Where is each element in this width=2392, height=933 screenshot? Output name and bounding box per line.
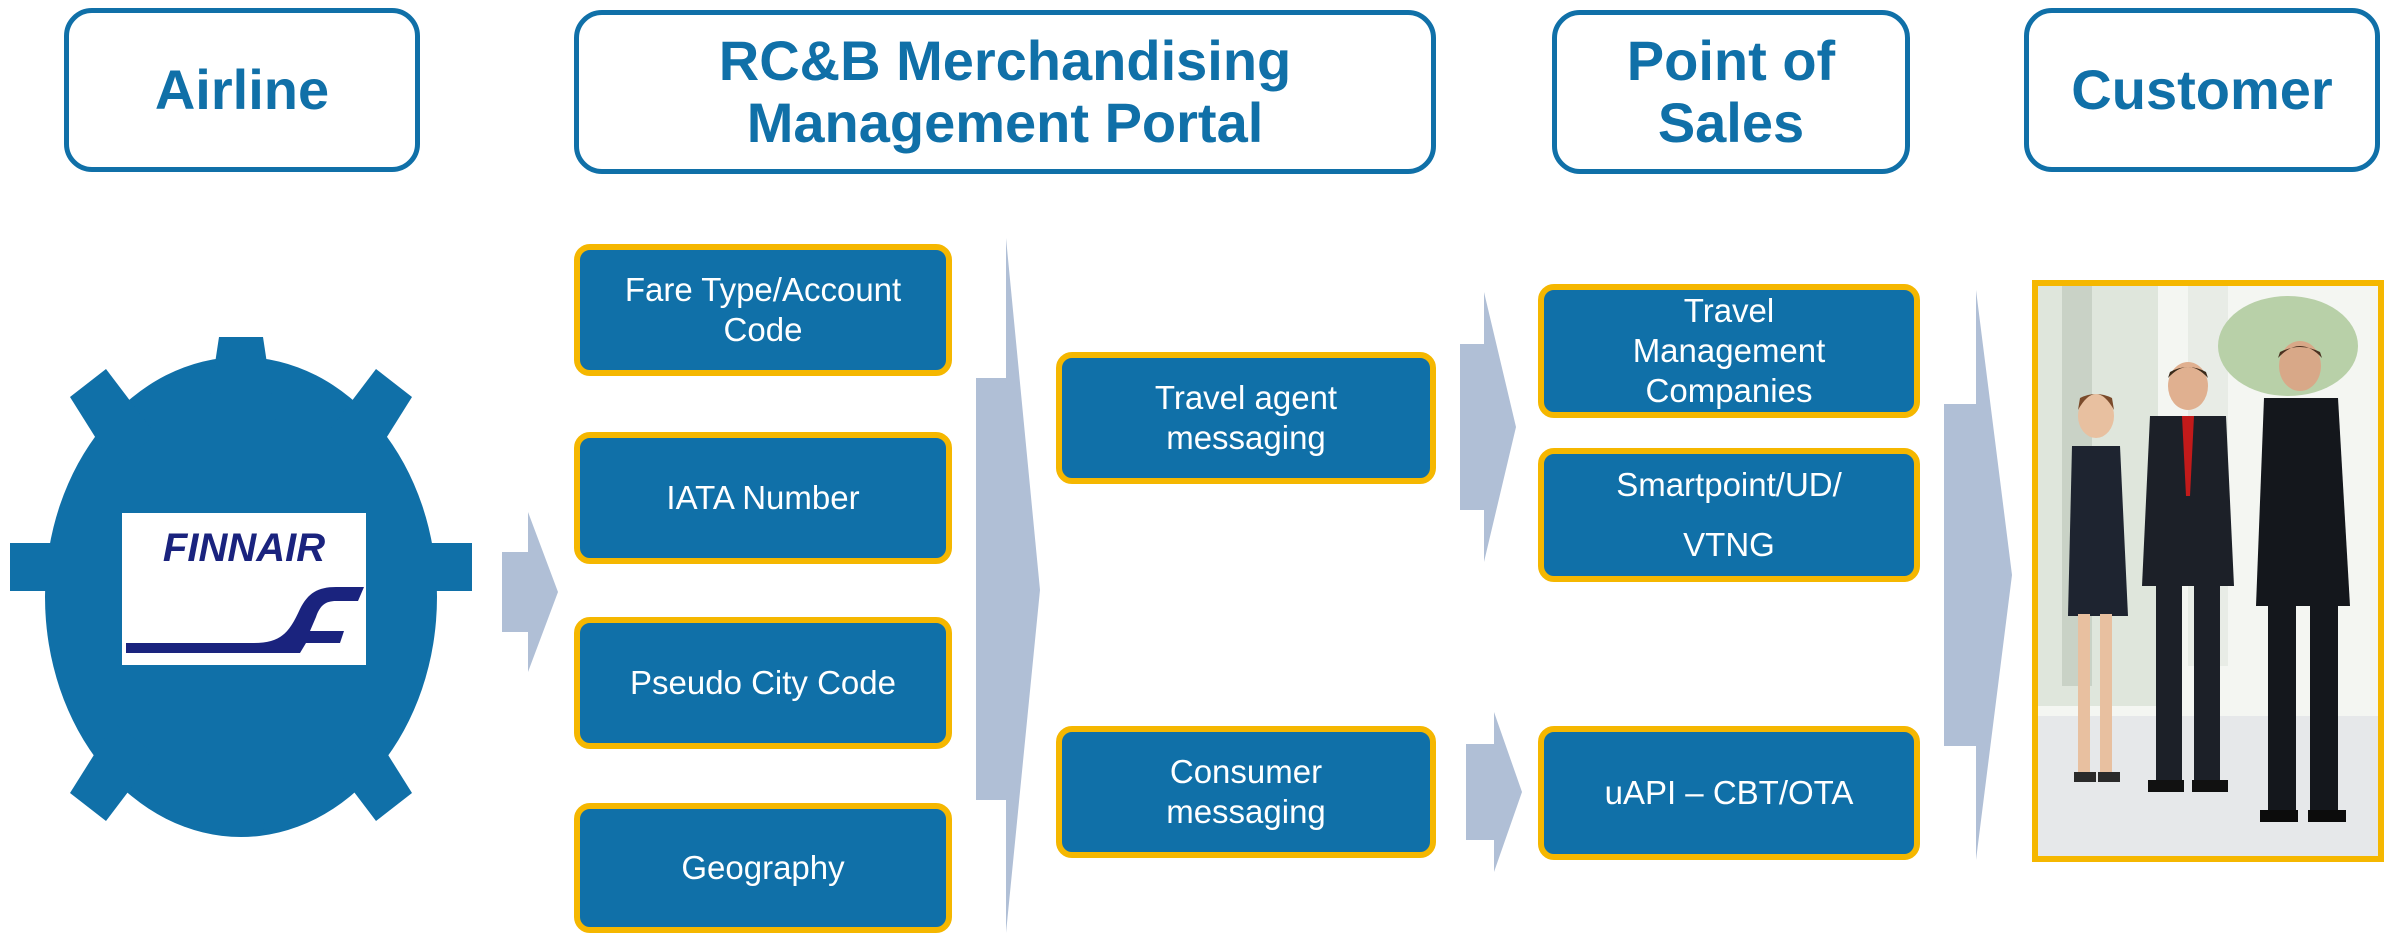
arrow-channels-to-customer bbox=[1944, 290, 2012, 860]
criteria-pcc-label: Pseudo City Code bbox=[630, 664, 896, 701]
header-point-of-sales: Point of Sales bbox=[1552, 10, 1910, 174]
finnair-logo: FINNAIR bbox=[122, 513, 366, 665]
header-customer-label: Customer bbox=[2071, 58, 2333, 121]
arrow-airline-to-criteria bbox=[502, 512, 558, 672]
criteria-pseudo-city-code: Pseudo City Code bbox=[574, 617, 952, 749]
criteria-fare-type-account-code: Fare Type/Account Code bbox=[574, 244, 952, 376]
consumer-messaging: Consumer messaging bbox=[1056, 726, 1436, 858]
travel-agent-line1: Travel agent bbox=[1154, 379, 1338, 416]
criteria-fare-type-line2: Code bbox=[723, 311, 803, 348]
header-portal-line1: RC&B Merchandising bbox=[718, 29, 1292, 92]
channel-travel-management-companies: Travel Management Companies bbox=[1538, 284, 1920, 418]
uapi-label: uAPI – CBT/OTA bbox=[1604, 774, 1854, 811]
tmc-line2: Management bbox=[1632, 332, 1826, 369]
header-portal-line2: Management Portal bbox=[746, 91, 1264, 154]
arrow-travel-agent-to-channels bbox=[1460, 292, 1516, 562]
channel-uapi: uAPI – CBT/OTA bbox=[1538, 726, 1920, 860]
criteria-fare-type-line1: Fare Type/Account bbox=[624, 271, 902, 308]
header-customer: Customer bbox=[2024, 8, 2380, 172]
criteria-iata-number: IATA Number bbox=[574, 432, 952, 564]
header-airline: Airline bbox=[64, 8, 420, 172]
smartpoint-line2: VTNG bbox=[1683, 526, 1775, 563]
header-pos-line1: Point of bbox=[1626, 29, 1836, 92]
header-pos-line2: Sales bbox=[1657, 91, 1805, 154]
smartpoint-line1: Smartpoint/UD/ bbox=[1616, 466, 1842, 503]
consumer-line2: messaging bbox=[1166, 793, 1326, 830]
finnair-logo-text: FINNAIR bbox=[163, 526, 325, 570]
criteria-iata-label: IATA Number bbox=[666, 479, 860, 516]
header-airline-label: Airline bbox=[154, 58, 330, 121]
travel-agent-line2: messaging bbox=[1166, 419, 1326, 456]
tmc-line3: Companies bbox=[1645, 372, 1813, 409]
header-portal: RC&B Merchandising Management Portal bbox=[574, 10, 1436, 174]
arrow-criteria-to-messaging bbox=[976, 238, 1040, 933]
criteria-geography: Geography bbox=[574, 803, 952, 933]
consumer-line1: Consumer bbox=[1169, 753, 1323, 790]
tmc-line1: Travel bbox=[1683, 292, 1775, 329]
business-people-illustration bbox=[2038, 286, 2378, 856]
arrow-consumer-to-uapi bbox=[1466, 712, 1522, 872]
channel-smartpoint: Smartpoint/UD/ VTNG bbox=[1538, 448, 1920, 582]
customer-photo bbox=[2032, 280, 2384, 862]
travel-agent-messaging: Travel agent messaging bbox=[1056, 352, 1436, 484]
criteria-geography-label: Geography bbox=[681, 849, 845, 886]
finnair-logo-graphic: FINNAIR bbox=[126, 526, 364, 653]
